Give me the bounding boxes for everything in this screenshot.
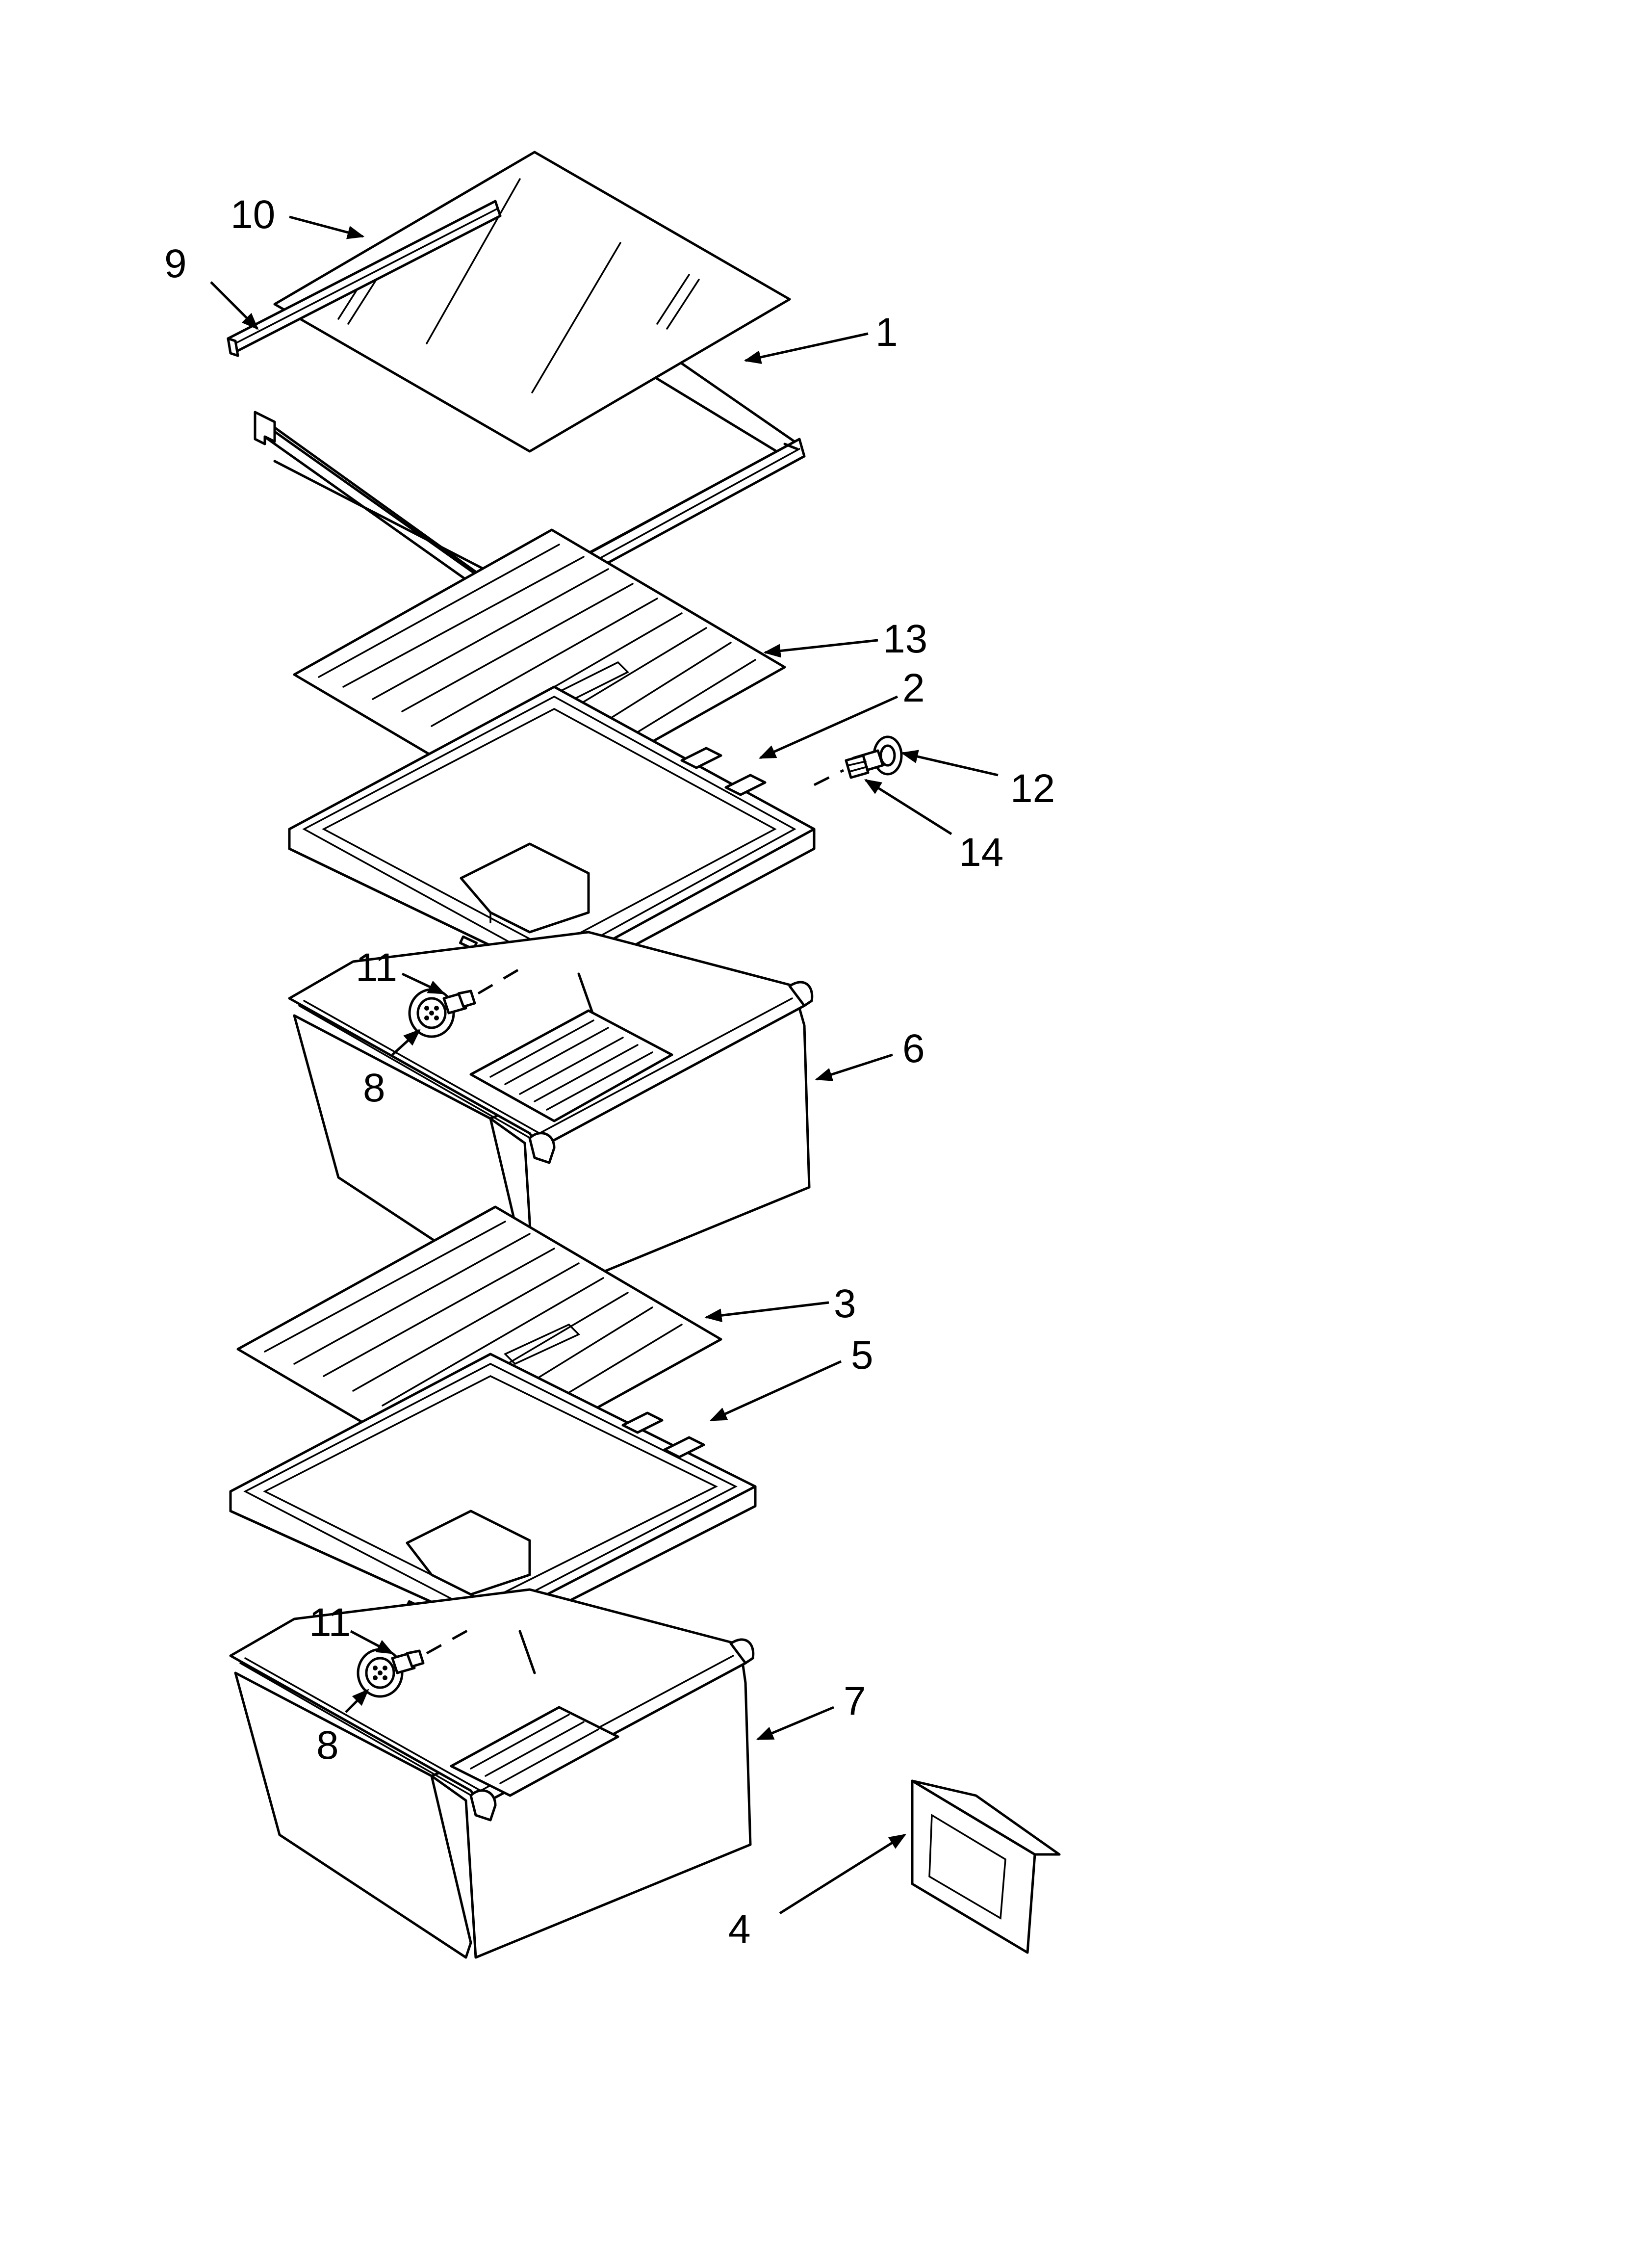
roller-part-8-upper: [408, 988, 455, 1038]
roller-part-8-lower: [357, 1648, 404, 1698]
crisper-cover-frame-part-2: [288, 685, 816, 992]
callout-1: 1: [875, 310, 898, 355]
dashed-guide: [477, 967, 521, 995]
callout-11-lower: 11: [309, 1600, 351, 1645]
dashed-guide: [426, 1627, 472, 1655]
callout-2: 2: [902, 666, 925, 710]
callout-4: 4: [728, 1907, 751, 1952]
callout-8-lower: 8: [316, 1723, 339, 1768]
callout-12: 12: [1010, 766, 1055, 811]
callout-9: 9: [164, 241, 187, 286]
callout-8-upper: 8: [363, 1066, 385, 1110]
callout-labels: 10 9 1 13 2 12 14 11 8 6 3 5 11 8 7 4: [164, 192, 1055, 1952]
callout-3: 3: [834, 1281, 856, 1326]
callout-10: 10: [231, 192, 275, 237]
crisper-drawer-part-7: [229, 1588, 755, 1959]
spacer-part-11-lower: [391, 1649, 425, 1674]
callout-14: 14: [959, 830, 1003, 875]
spacer-part-11-upper: [442, 990, 476, 1015]
leader-lines: [210, 215, 999, 1915]
callout-7: 7: [844, 1679, 866, 1723]
callout-13: 13: [883, 617, 927, 661]
dashed-guide: [813, 769, 845, 786]
callout-11-upper: 11: [356, 945, 397, 990]
callout-5: 5: [851, 1333, 873, 1378]
glass-shelf-part-10: [273, 151, 791, 453]
trim-strip-part-9: [227, 200, 502, 357]
label-holder-part-4: [911, 1779, 1061, 1954]
crisper-cover-panel-part-3: [236, 1205, 722, 1483]
callout-6: 6: [902, 1026, 925, 1071]
bolt-part-14: [845, 754, 870, 779]
